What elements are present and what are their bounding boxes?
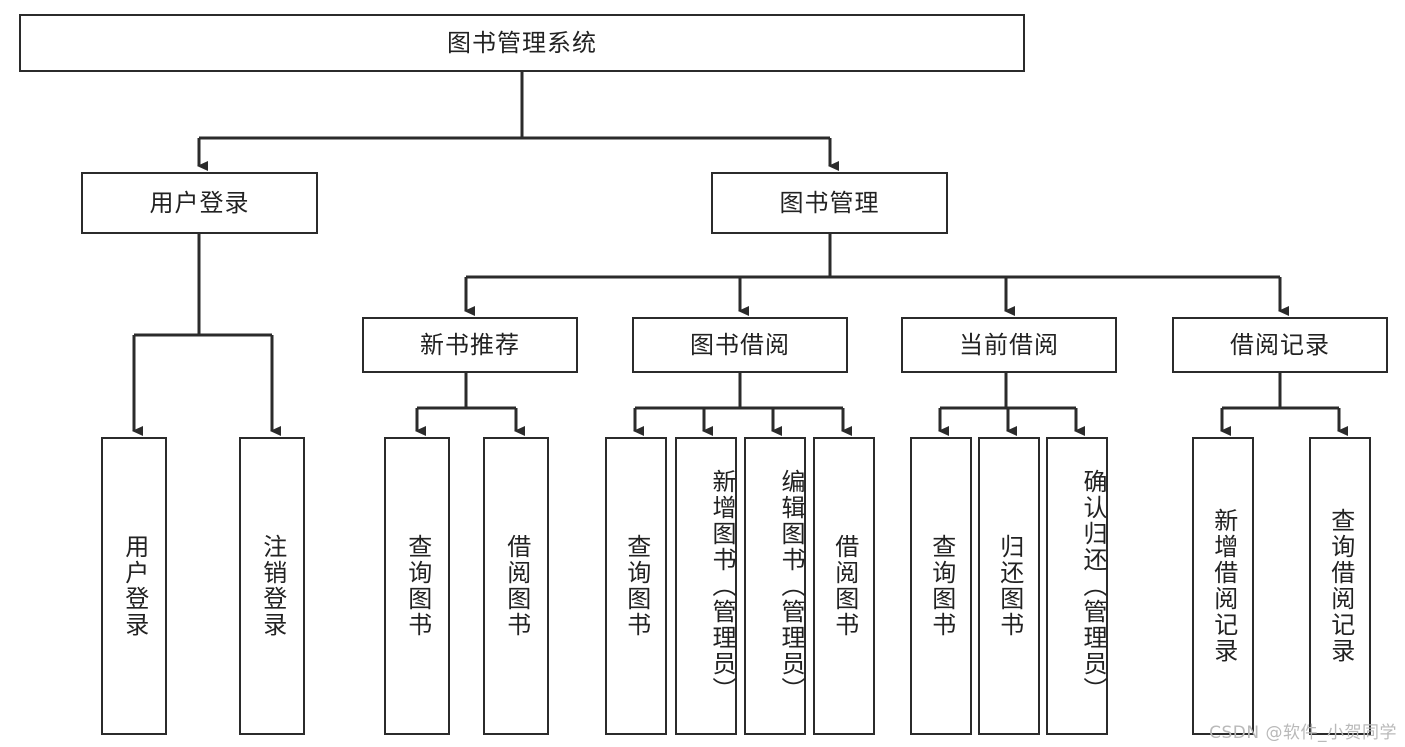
node-current-borrow-label: 当前借阅 [959, 330, 1059, 359]
node-new-book-recommend[interactable]: 新书推荐 [362, 317, 578, 373]
node-new-book-recommend-label: 新书推荐 [420, 330, 520, 359]
node-leaf-borrow-book-1[interactable]: 借阅图书 [483, 437, 549, 735]
node-book-manage[interactable]: 图书管理 [711, 172, 948, 234]
node-leaf-query-book-3-label: 查询图书 [927, 534, 956, 638]
node-borrow-record[interactable]: 借阅记录 [1172, 317, 1388, 373]
node-leaf-add-record[interactable]: 新增借阅记录 [1192, 437, 1254, 735]
node-book-manage-label: 图书管理 [779, 188, 880, 217]
node-leaf-borrow-book-1-label: 借阅图书 [502, 534, 531, 638]
node-book-borrow[interactable]: 图书借阅 [632, 317, 848, 373]
node-current-borrow[interactable]: 当前借阅 [901, 317, 1117, 373]
node-leaf-add-book[interactable]: 新增图书（管理员） [675, 437, 737, 735]
node-leaf-user-login[interactable]: 用户登录 [101, 437, 167, 735]
node-leaf-logout[interactable]: 注销登录 [239, 437, 305, 735]
node-root[interactable]: 图书管理系统 [19, 14, 1025, 72]
node-user-login[interactable]: 用户登录 [81, 172, 318, 234]
node-book-borrow-label: 图书借阅 [690, 330, 790, 359]
watermark-text: CSDN @软件_小贺同学 [1209, 723, 1397, 743]
node-leaf-query-book-3[interactable]: 查询图书 [910, 437, 972, 735]
node-leaf-query-book-1-label: 查询图书 [403, 534, 432, 638]
node-leaf-user-login-label: 用户登录 [120, 534, 149, 638]
node-leaf-borrow-book-2-label: 借阅图书 [830, 534, 859, 638]
node-leaf-query-book-2-label: 查询图书 [622, 534, 651, 638]
node-leaf-confirm-return-label: 确认归还（管理员） [1079, 469, 1107, 703]
node-root-label: 图书管理系统 [447, 28, 597, 57]
node-leaf-query-record[interactable]: 查询借阅记录 [1309, 437, 1371, 735]
node-leaf-borrow-book-2[interactable]: 借阅图书 [813, 437, 875, 735]
node-leaf-query-book-1[interactable]: 查询图书 [384, 437, 450, 735]
node-leaf-return-book[interactable]: 归还图书 [978, 437, 1040, 735]
node-leaf-query-record-label: 查询借阅记录 [1326, 508, 1355, 664]
node-leaf-edit-book-label: 编辑图书（管理员） [777, 469, 805, 703]
node-leaf-confirm-return[interactable]: 确认归还（管理员） [1046, 437, 1108, 735]
node-leaf-return-book-label: 归还图书 [995, 534, 1024, 638]
node-borrow-record-label: 借阅记录 [1230, 330, 1330, 359]
node-leaf-add-record-label: 新增借阅记录 [1209, 508, 1238, 664]
node-leaf-edit-book[interactable]: 编辑图书（管理员） [744, 437, 806, 735]
node-leaf-add-book-label: 新增图书（管理员） [708, 469, 736, 703]
node-leaf-query-book-2[interactable]: 查询图书 [605, 437, 667, 735]
node-user-login-label: 用户登录 [149, 188, 250, 217]
node-leaf-logout-label: 注销登录 [258, 534, 287, 638]
